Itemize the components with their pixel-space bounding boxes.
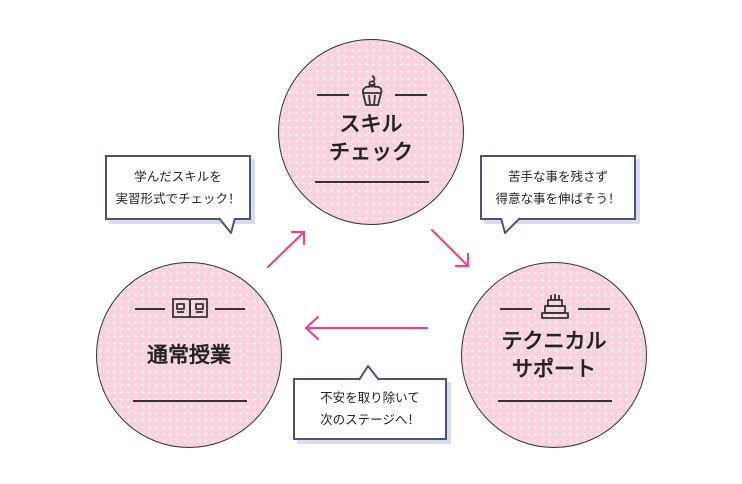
skill-check-title-line1: スキル — [339, 112, 403, 136]
speech-bubble-left: 学んだスキルを 実習形式でチェック！ — [105, 155, 251, 220]
technical-support-title-line2: サポート — [512, 357, 596, 381]
bubble-bottom-line2: 次のステージへ！ — [320, 412, 420, 427]
skill-check-circle: スキル チェック — [278, 39, 464, 225]
arrow-to-skill-check — [266, 230, 306, 269]
arrow-to-technical-support — [430, 228, 470, 268]
bubble-right-line1: 苦手な事を残さず — [507, 168, 608, 184]
technical-support-circle: テクニカル サポート — [461, 262, 647, 448]
divider-right — [395, 94, 427, 96]
bubble-left-line2: 実習形式でチェック！ — [115, 190, 241, 206]
speech-bubble-left-tail — [218, 217, 236, 234]
divider-right — [578, 308, 610, 310]
open-book-icon — [172, 298, 208, 318]
speech-bubble-bottom: 不安を取り除いて 次のステージへ！ — [293, 378, 447, 440]
skill-check-title-line2: チェック — [329, 140, 413, 164]
divider-left — [135, 308, 165, 310]
divider-bottom — [133, 400, 247, 402]
divider-left — [500, 308, 532, 310]
divider-bottom — [498, 400, 612, 402]
bubble-left-line1: 学んだスキルを — [134, 168, 222, 184]
speech-bubble-bottom-tail — [358, 365, 380, 381]
technical-support-title-line1: テクニカル — [501, 329, 607, 353]
arrow-to-regular-class — [304, 315, 429, 341]
speech-bubble-right-tail — [500, 217, 521, 234]
divider-left — [317, 94, 349, 96]
bubble-bottom-line1: 不安を取り除いて — [320, 390, 420, 405]
speech-bubble-right: 苦手な事を残さず 得意な事を伸ばそう！ — [480, 155, 636, 220]
cupcake-icon — [361, 75, 383, 106]
regular-class-title: 通常授業 — [147, 343, 231, 367]
divider-right — [215, 308, 245, 310]
divider-bottom — [315, 181, 429, 183]
bubble-right-line2: 得意な事を伸ばそう！ — [495, 190, 621, 206]
cake-icon — [541, 294, 569, 319]
regular-class-circle: 通常授業 — [96, 262, 282, 448]
